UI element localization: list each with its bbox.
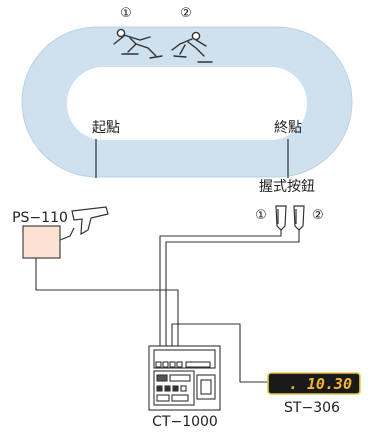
st-306-readout: . 10.30 — [289, 375, 352, 393]
button-1-number: ① — [255, 208, 267, 223]
wiring — [35, 230, 300, 383]
st-306-label: ST−306 — [284, 400, 340, 416]
ps-110-box — [22, 225, 61, 259]
skater-1 — [113, 28, 163, 59]
starter-pistol-icon — [59, 206, 109, 241]
ct-1000-label: CT−1000 — [152, 414, 218, 430]
start-label: 起點 — [92, 120, 120, 136]
hand-button-2 — [293, 205, 305, 231]
finish-label: 終點 — [274, 120, 302, 136]
button-title: 握式按鈕 — [259, 179, 315, 195]
hand-button-1 — [275, 205, 287, 231]
button-2-number: ② — [312, 208, 324, 223]
st-306-device: . 10.30 — [267, 372, 361, 395]
track-inner — [67, 67, 307, 140]
st-306-body — [267, 372, 361, 395]
skater-2 — [171, 31, 213, 63]
skater-2-number: ② — [180, 6, 192, 21]
ct-1000-device — [148, 345, 221, 411]
skater-1-number: ① — [120, 6, 132, 21]
skating-track — [21, 26, 353, 178]
ps-110-device — [22, 206, 109, 259]
ps-110-label: PS−110 — [12, 210, 68, 226]
controller-sockets — [155, 361, 211, 368]
